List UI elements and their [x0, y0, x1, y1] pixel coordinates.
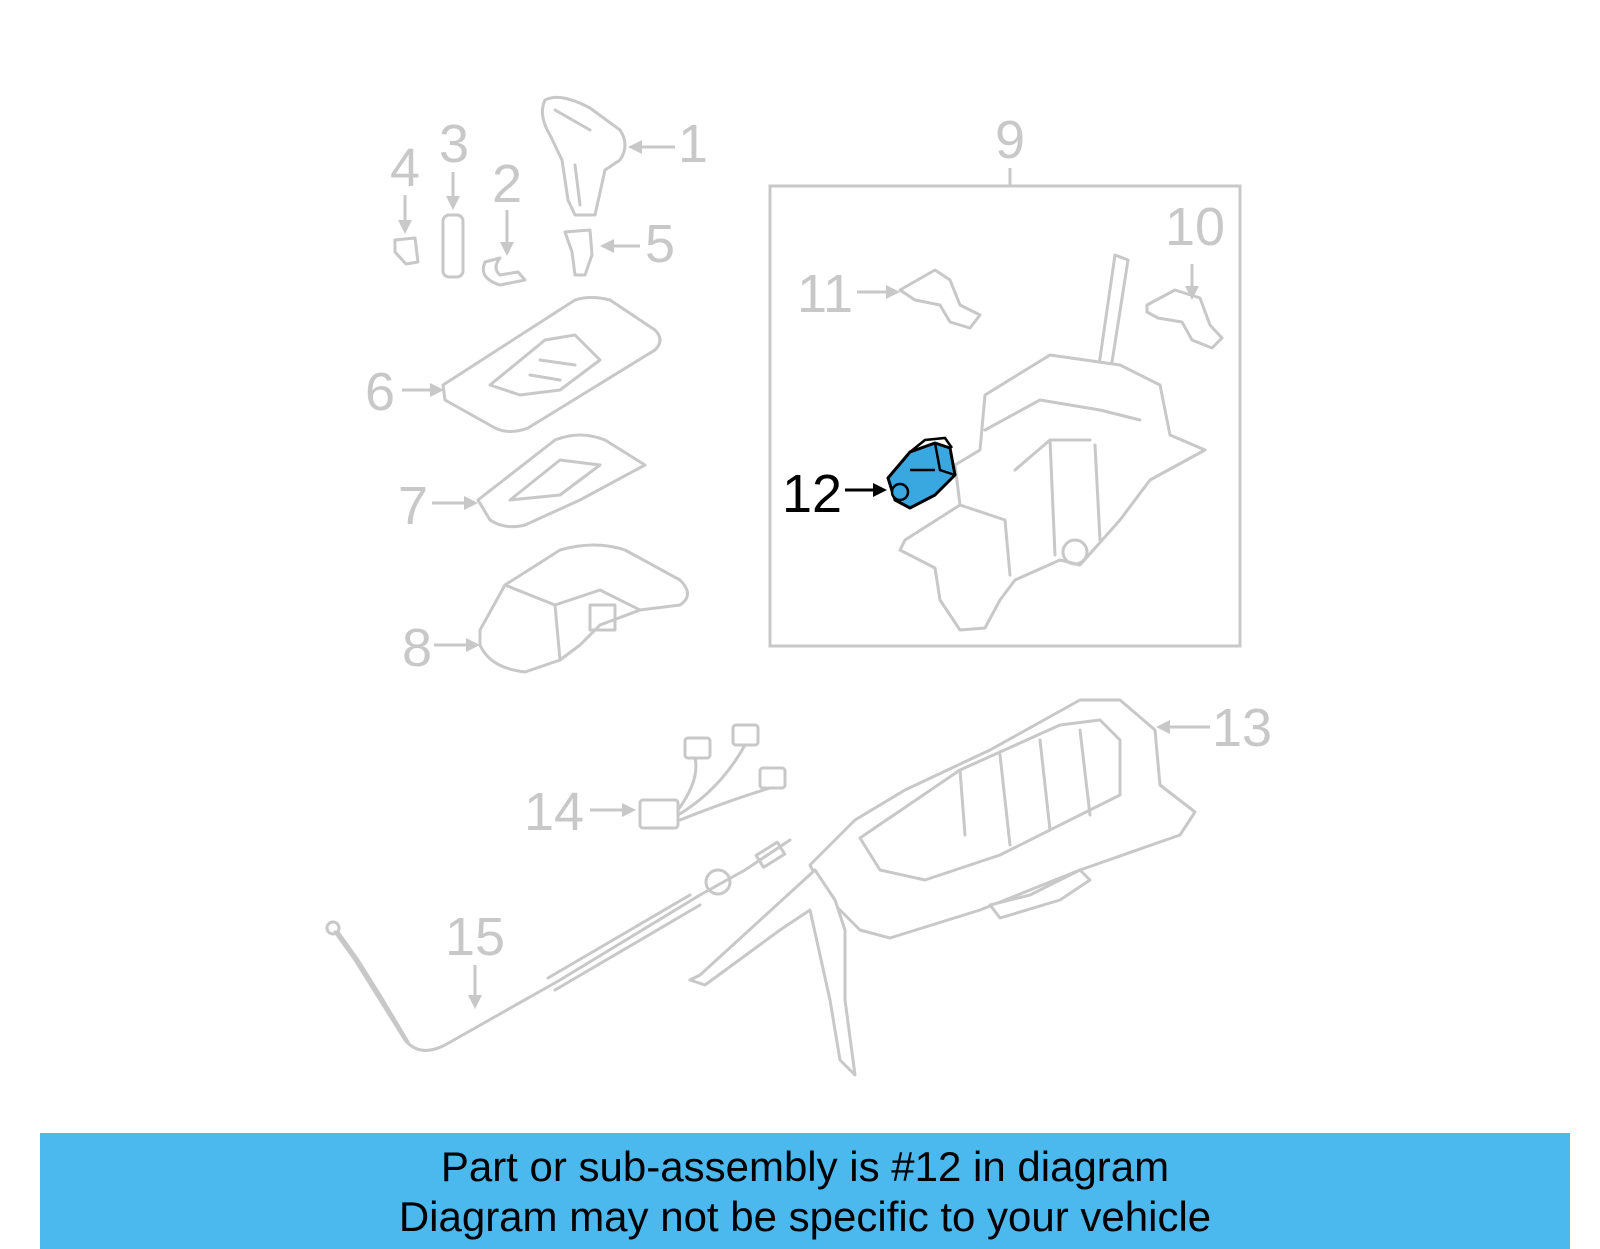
footer-line-1: Part or sub-assembly is #12 in diagram — [440, 1143, 1170, 1190]
footer-banner: Part or sub-assembly is #12 in diagram D… — [40, 1133, 1570, 1249]
callout-15: 15 — [445, 907, 505, 967]
callout-14: 14 — [524, 782, 584, 842]
part-14-harness[interactable] — [638, 723, 787, 830]
part-10-bracket[interactable] — [1145, 288, 1224, 350]
part-7-gasket[interactable] — [476, 433, 647, 529]
callout-12: 12 — [782, 464, 842, 524]
callout-4: 4 — [390, 138, 420, 198]
callout-2: 2 — [492, 154, 522, 214]
part-15-cable[interactable] — [325, 838, 792, 1052]
part-3-spring[interactable] — [441, 213, 465, 279]
part-12-sensor-highlighted[interactable] — [886, 436, 957, 510]
leader-arrows — [398, 140, 1210, 1009]
callout-9: 9 — [995, 110, 1025, 170]
callout-10: 10 — [1165, 197, 1225, 257]
callout-3: 3 — [439, 114, 469, 174]
callout-7: 7 — [398, 476, 428, 536]
part-9-assembly-box — [768, 168, 1242, 648]
part-4-cap[interactable] — [393, 236, 420, 266]
callout-13: 13 — [1212, 698, 1272, 758]
part-2-clip[interactable] — [481, 256, 527, 287]
part-8-housing[interactable] — [478, 543, 689, 674]
callout-6: 6 — [365, 362, 395, 422]
callout-5: 5 — [645, 214, 675, 274]
part-1-shift-knob[interactable] — [540, 95, 627, 217]
callout-11: 11 — [797, 264, 853, 324]
part-11-bracket[interactable] — [898, 268, 982, 330]
callout-8: 8 — [402, 618, 432, 678]
callout-1: 1 — [678, 114, 708, 174]
part-5-button[interactable] — [563, 228, 594, 277]
footer-line-2: Diagram may not be specific to your vehi… — [398, 1193, 1212, 1240]
part-13-console[interactable] — [688, 698, 1197, 1077]
shifter-assembly[interactable] — [898, 253, 1207, 632]
part-6-indicator-panel[interactable] — [441, 296, 662, 433]
